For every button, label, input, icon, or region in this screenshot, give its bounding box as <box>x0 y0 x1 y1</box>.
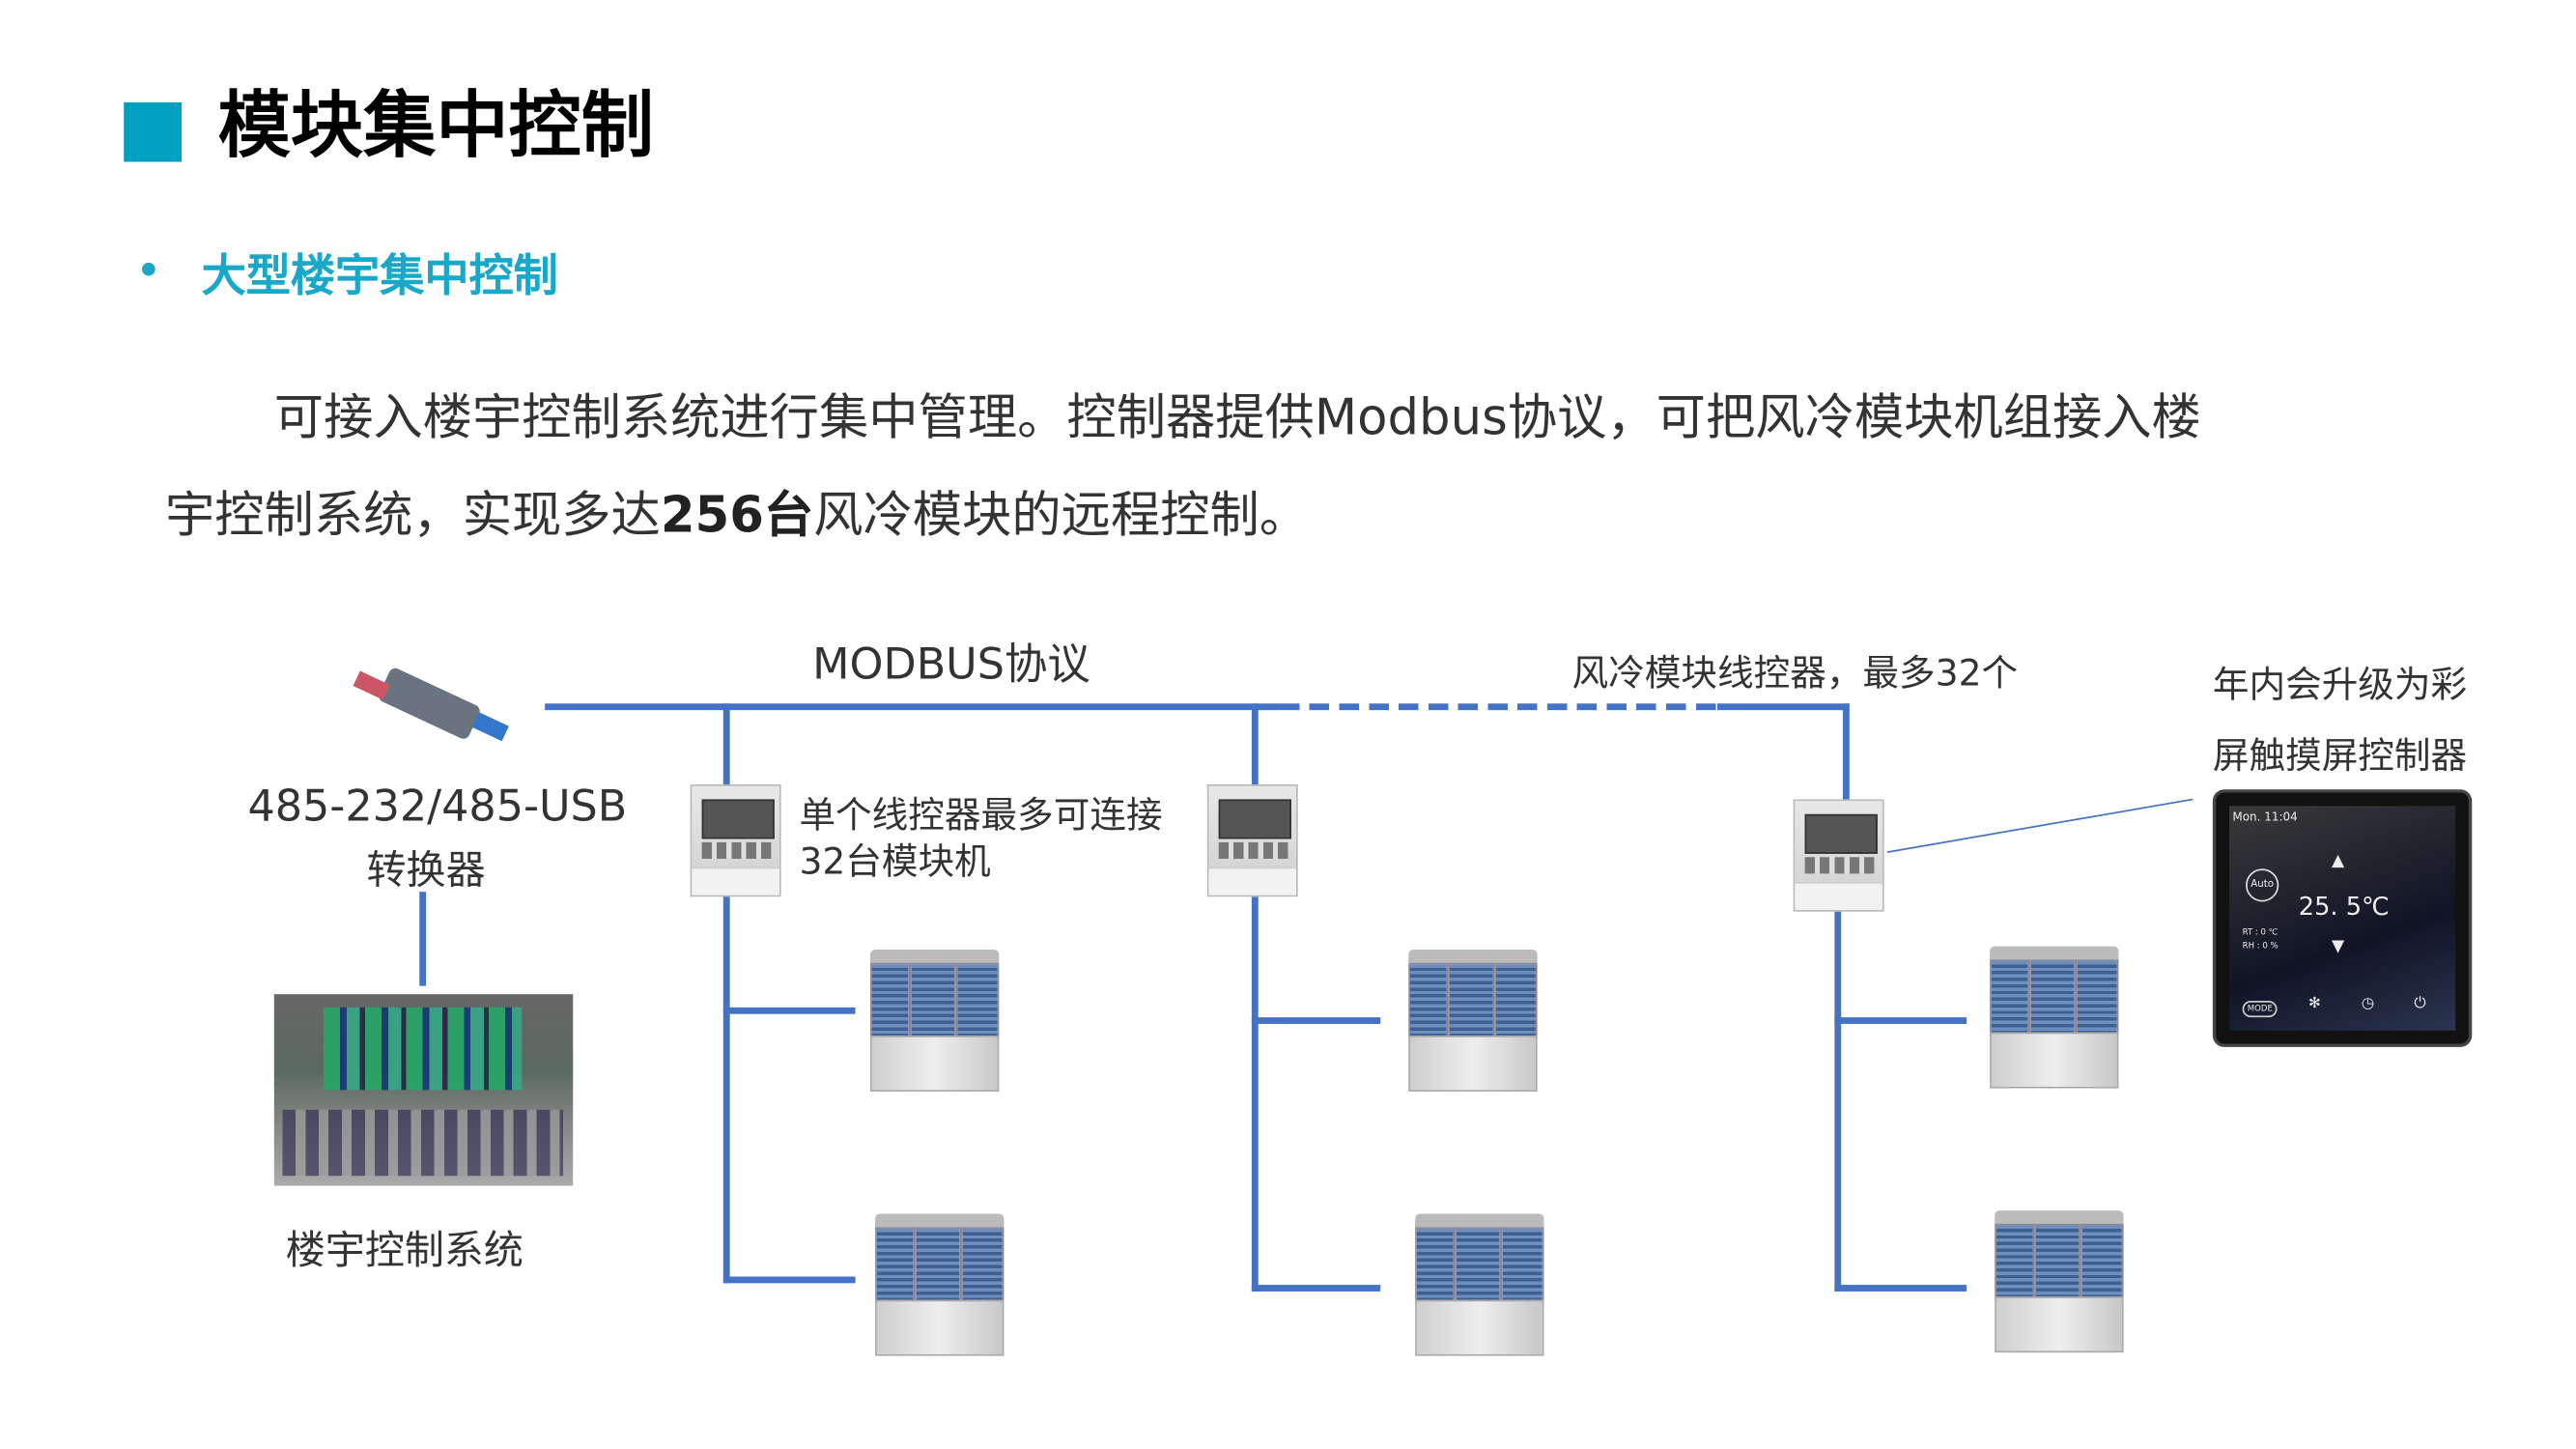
wired-controller <box>1793 799 1884 912</box>
air-cooled-module-unit <box>875 1213 1005 1356</box>
branch-line <box>1834 1017 1967 1024</box>
section-subtitle: 大型楼宇集中控制 <box>201 250 558 302</box>
branch-line <box>1251 1017 1381 1024</box>
converter-label: 485-232/485-USB <box>247 782 628 833</box>
bus-drop <box>1251 703 1259 786</box>
modbus-bus-dashed <box>1279 703 1717 711</box>
branch-line <box>1251 1285 1381 1292</box>
branch-line <box>1834 1285 1967 1292</box>
controller-note: 32台模块机 <box>799 841 991 884</box>
paragraph-highlight: 256台 <box>660 487 814 546</box>
fan-icon: ✻ <box>2308 995 2321 1012</box>
bullet-icon <box>142 262 156 276</box>
bus-drop <box>722 703 730 786</box>
upgrade-label: 年内会升级为彩 <box>2212 665 2468 707</box>
power-icon: ⏻ <box>2414 995 2426 1012</box>
touch-rt: RT : 0 ℃ <box>2242 927 2279 939</box>
building-control-room-image <box>273 994 574 1186</box>
modbus-bus-line <box>545 703 1280 711</box>
down-arrow-icon: ▼ <box>2331 938 2345 956</box>
converter-label: 转换器 <box>366 847 486 894</box>
building-label: 楼宇控制系统 <box>285 1227 524 1274</box>
usb-converter-image <box>353 668 509 742</box>
wired-controller <box>690 784 781 897</box>
touch-temperature: 25. 5℃ <box>2298 892 2390 922</box>
modbus-label: MODBUS协议 <box>812 640 1090 691</box>
up-arrow-icon: ▲ <box>2331 852 2345 870</box>
page-title: 模块集中控制 <box>217 84 655 169</box>
paragraph-text: 宇控制系统，实现多达 <box>164 487 661 546</box>
touch-time: Mon. 11:04 <box>2232 810 2298 825</box>
branch-line <box>722 1276 856 1284</box>
touch-screen-controller-image: Mon. 11:04 Auto ▲ 25. 5℃ ▼ RT : 0 ℃ RH :… <box>2212 789 2473 1047</box>
air-cooled-module-unit <box>869 950 1000 1093</box>
bus-drop <box>1842 703 1850 800</box>
branch-line <box>722 896 730 1284</box>
touch-mode-button: MODE <box>2242 1001 2278 1018</box>
paragraph-text: 风冷模块的远程控制。 <box>813 487 1310 546</box>
title-marker <box>124 101 183 162</box>
clock-icon: ◷ <box>2361 995 2375 1012</box>
branch-line <box>722 1007 856 1014</box>
touch-mode-auto: Auto <box>2246 868 2279 902</box>
pointer-line <box>1886 798 2194 853</box>
branch-line <box>1834 911 1842 1292</box>
upgrade-label: 屏触摸屏控制器 <box>2212 736 2468 779</box>
wired-controller <box>1206 784 1298 897</box>
wired-controller-label: 风冷模块线控器，最多32个 <box>1571 654 2019 696</box>
modbus-bus-line <box>1716 703 1850 711</box>
controller-note: 单个线控器最多可连接 <box>799 796 1163 838</box>
paragraph-line-2: 宇控制系统，实现多达256台风冷模块的远程控制。 <box>165 474 1309 547</box>
air-cooled-module-unit <box>1990 946 2119 1089</box>
branch-line <box>1251 896 1259 1292</box>
converter-link <box>419 892 427 986</box>
air-cooled-module-unit <box>1415 1213 1544 1356</box>
air-cooled-module-unit <box>1995 1210 2124 1353</box>
air-cooled-module-unit <box>1408 950 1538 1093</box>
paragraph-line-1: 可接入楼宇控制系统进行集中管理。控制器提供Modbus协议，可把风冷模块机组接入… <box>273 389 2201 448</box>
touch-rh: RH : 0 % <box>2242 941 2279 952</box>
